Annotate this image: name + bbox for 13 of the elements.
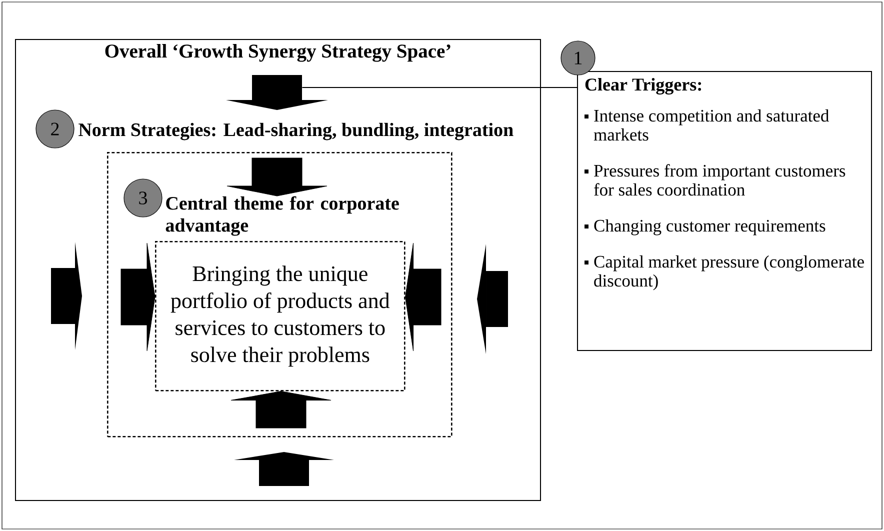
direction-arrow — [477, 244, 508, 354]
direction-arrow — [234, 452, 334, 486]
block-arrow — [120, 242, 156, 352]
block-arrow — [230, 391, 332, 428]
block-arrow — [226, 158, 328, 196]
direction-arrow — [226, 75, 328, 110]
heading: Norm Strategies: Lead-sharing, bundling, integration — [78, 122, 514, 140]
block-arrow — [405, 242, 442, 352]
dashed-box: Bringing the unique portfolio of products and services to customers to solve their problems — [155, 241, 406, 392]
connector-line — [302, 87, 578, 88]
triggers-box: Clear Triggers: Intense competition and saturated markets Pressures from important customers for sales coordination Changing customer requirements Capital market pressure (conglomerate discount) — [577, 71, 872, 351]
heading: Central theme for corporate advantage — [166, 196, 399, 236]
direction-arrow — [51, 242, 82, 350]
